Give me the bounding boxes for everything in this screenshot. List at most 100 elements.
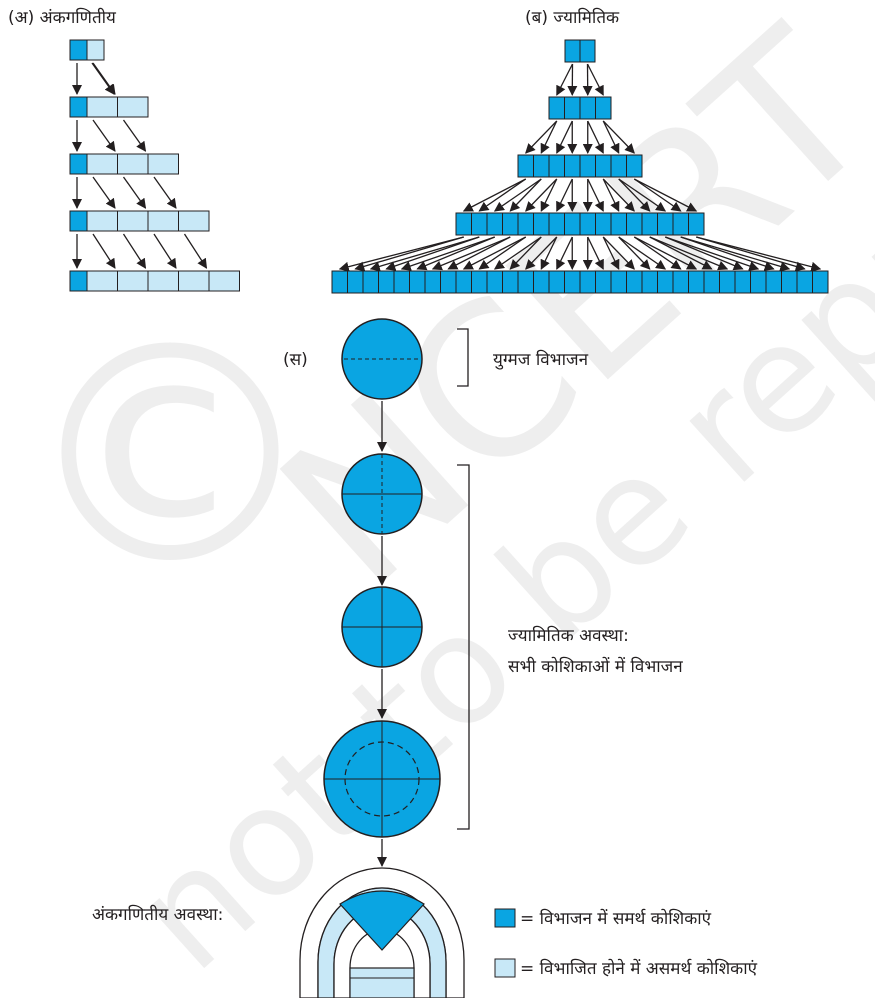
arrow-b-row3-cell3-right xyxy=(540,178,558,212)
watermark: © NCERT not to be republished xyxy=(20,0,875,998)
arch-dividing-wedge xyxy=(339,890,425,951)
arrow-b-row4-cell15-right xyxy=(680,236,791,272)
cell-b-row5-20 xyxy=(626,270,643,294)
cell-b-row5-9 xyxy=(455,270,472,294)
arrow-b-row2-cell1-left xyxy=(525,120,558,154)
cell-b-row5-23 xyxy=(672,270,689,294)
arrow-b-row4-cell14-left xyxy=(665,236,744,271)
cell-a-row3-3 xyxy=(117,153,149,175)
cell-a-row2-3 xyxy=(117,96,149,118)
arithmetic-growth-panel xyxy=(69,39,240,292)
cell-b-row5-8 xyxy=(440,270,457,294)
arrow-b-row3-cell7-right xyxy=(618,178,667,212)
arrow-b-row4-cell6-right xyxy=(509,236,542,270)
cell-b-row3-8 xyxy=(626,154,643,178)
arrow-b-row4-cell14-right xyxy=(665,236,760,271)
cell-a-row3-2 xyxy=(86,153,118,175)
legend-label-non-dividing: = विभाजित होने में असमर्थ कोशिकाएं xyxy=(520,958,758,979)
cell-b-row5-14 xyxy=(533,270,550,294)
arrow-a-row1-diag-1 xyxy=(92,62,116,95)
cell-b-row5-16 xyxy=(564,270,581,294)
arch-band-inner xyxy=(333,907,431,998)
arrow-b-row3-cell3-left xyxy=(525,178,558,212)
cell-a-row5-3 xyxy=(117,270,149,292)
cell-b-row5-30 xyxy=(781,270,798,294)
cell-b-row4-15 xyxy=(672,212,689,236)
cell-b-row2-1 xyxy=(548,96,565,120)
cell-b-row4-13 xyxy=(641,212,658,236)
arrow-b-row4-cell5-left xyxy=(462,236,527,270)
cell-b-row3-3 xyxy=(548,154,565,178)
cell-b-row4-2 xyxy=(471,212,488,236)
arch-core-cell xyxy=(349,967,415,998)
cell-a-row4-4 xyxy=(147,210,179,232)
legend-label-dividing: = विभाजन में समर्थ कोशिकाएं xyxy=(520,908,712,929)
cell-b-row3-1 xyxy=(517,154,534,178)
cell-b-row5-32 xyxy=(812,270,829,294)
zygote-division-label: युग्मज विभाजन xyxy=(493,349,589,370)
legend-swatch-dividing xyxy=(494,908,516,928)
legend-swatch-non-dividing xyxy=(494,958,516,978)
cell-b-row4-8 xyxy=(564,212,581,236)
geometric-stage-label-line-1: ज्यामितिक अवस्था: xyxy=(508,625,629,646)
cell-b-row5-22 xyxy=(657,270,674,294)
arrow-a-row4-diag-1 xyxy=(92,233,116,269)
cell-b-row5-26 xyxy=(719,270,736,294)
legend: = विभाजन में समर्थ कोशिकाएं = विभाजित हो… xyxy=(494,908,758,979)
cell-a-row5-6 xyxy=(208,270,240,292)
cell-a-row1-2 xyxy=(86,39,105,61)
geometric-stage-label-line-2: सभी कोशिकाओं में विभाजन xyxy=(508,656,683,677)
cell-b-row4-10 xyxy=(595,212,612,236)
cell-b-row5-31 xyxy=(796,270,813,294)
cell-b-row5-28 xyxy=(750,270,767,294)
cell-b-row2-4 xyxy=(595,96,612,120)
arrow-b-row3-cell2-left xyxy=(493,178,542,212)
arrow-b-row4-cell5-right xyxy=(478,236,527,270)
arrow-b-row4-cell6-left xyxy=(493,236,542,270)
arrow-a-row3-diag-1 xyxy=(92,176,116,209)
cell-a-row2-2 xyxy=(86,96,118,118)
cell-b-row3-5 xyxy=(579,154,596,178)
panel-a-label: (अ) अंकगणितीय xyxy=(8,7,117,28)
arrow-b-row2-cell4-left xyxy=(602,120,620,154)
arrow-b-row4-cell10-right xyxy=(602,236,635,270)
arrow-b-row4-cell12-left xyxy=(633,236,682,270)
cell-b-row4-4 xyxy=(502,212,519,236)
arrow-a-row3-diag-2 xyxy=(122,176,147,209)
cell-b-row3-4 xyxy=(564,154,581,178)
embryo-stage-5 xyxy=(299,867,465,998)
arrow-b-row1-cell1-left xyxy=(556,63,574,96)
arrow-a-row1-diag-1 xyxy=(91,62,115,95)
cell-b-row5-10 xyxy=(471,270,488,294)
arrow-a-row2-diag-2 xyxy=(122,119,147,152)
cell-b-row4-1 xyxy=(455,212,472,236)
arrow-b-row3-cell8-right xyxy=(633,178,698,212)
arrow-b-row4-cell11-right xyxy=(618,236,667,270)
cell-b-row4-16 xyxy=(688,212,705,236)
cell-b-row4-3 xyxy=(486,212,503,236)
cell-b-row5-18 xyxy=(595,270,612,294)
arrow-b-row3-cell1-right xyxy=(478,178,527,212)
cell-b-row5-2 xyxy=(347,270,364,294)
cell-b-row5-1 xyxy=(331,270,348,294)
cell-a-row4-2 xyxy=(86,210,118,232)
embryo-growth-panel: (स) युग्मज विभाजन ज्यामितिक अवस्था: सभी … xyxy=(92,318,683,998)
panel-b-label: (ब) ज्यामितिक xyxy=(525,7,620,28)
cell-b-row4-12 xyxy=(626,212,643,236)
cell-b-row2-3 xyxy=(579,96,596,120)
cell-b-row5-4 xyxy=(378,270,395,294)
arrow-b-row2-cell3-right xyxy=(587,120,604,154)
cell-b-row3-2 xyxy=(533,154,550,178)
cell-b-row2-2 xyxy=(564,96,581,120)
arrow-b-row2-cell4-right xyxy=(602,120,635,154)
cell-b-row4-11 xyxy=(610,212,627,236)
geometric-stage-bracket xyxy=(457,464,470,830)
arrow-b-row4-cell12-right xyxy=(633,236,698,270)
arrow-b-row4-cell4-left xyxy=(431,236,511,271)
cell-b-row4-14 xyxy=(657,212,674,236)
watermark-copyright-symbol: © xyxy=(20,282,320,631)
arrow-b-row3-cell4-left xyxy=(556,178,573,212)
arrow-b-row1-cell2-right xyxy=(586,63,604,96)
cell-b-row5-3 xyxy=(362,270,379,294)
